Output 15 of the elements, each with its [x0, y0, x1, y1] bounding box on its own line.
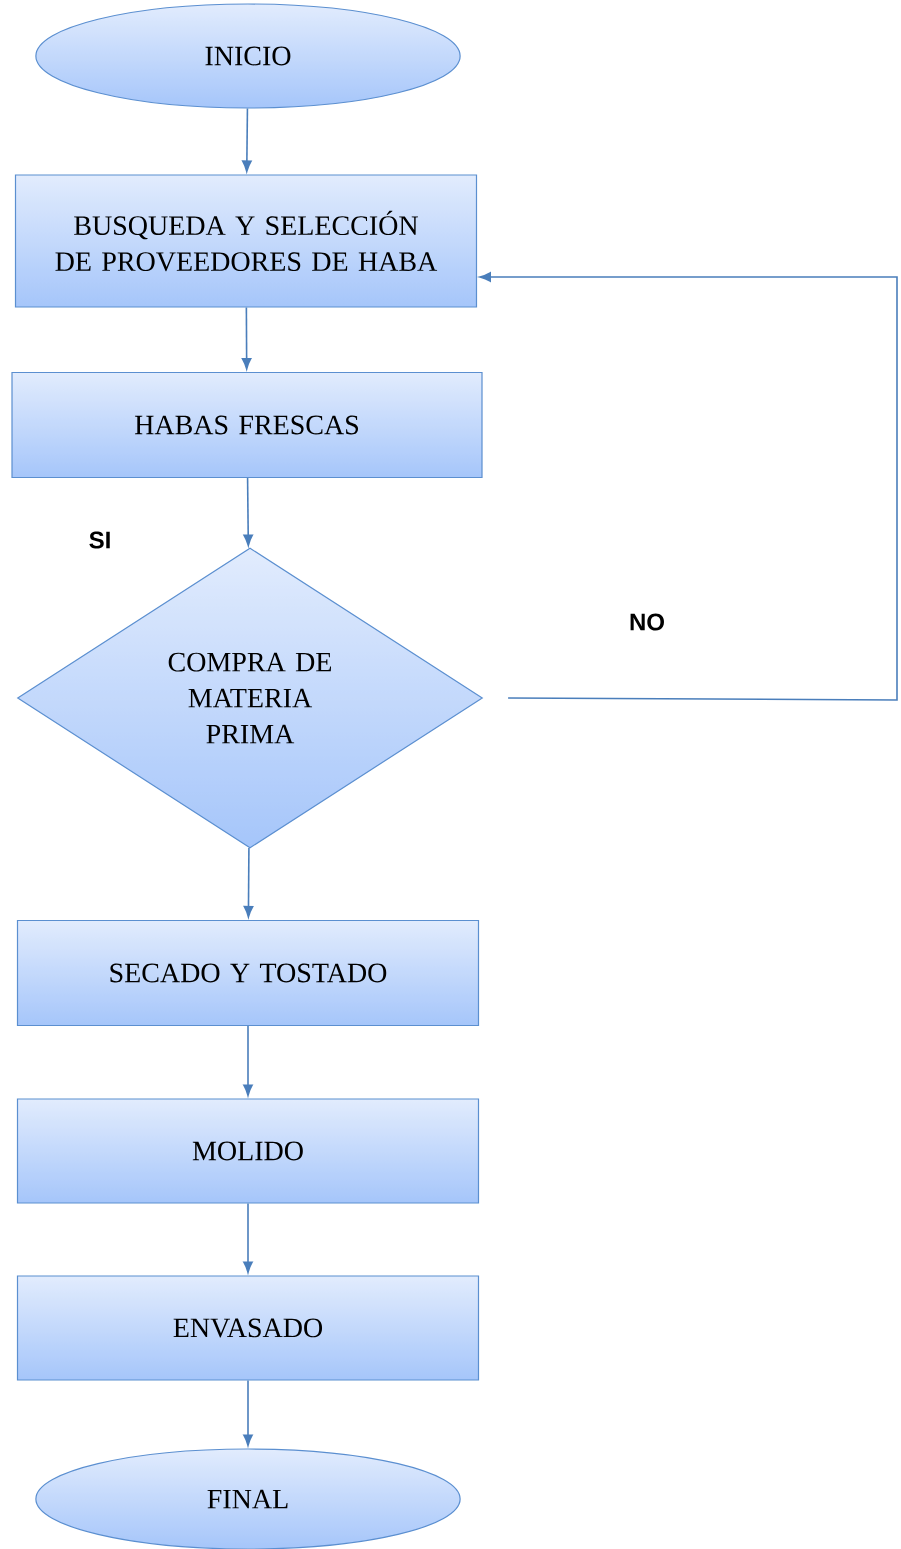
arrow [241, 306, 252, 370]
branch-label: SI [89, 531, 110, 549]
process-box: HABAS FRESCAS [11, 371, 483, 479]
arrow [243, 1025, 253, 1097]
process-box: MOLIDO [16, 1098, 480, 1204]
arrow [243, 847, 254, 918]
edge-label: NO [627, 611, 667, 633]
arrow [242, 107, 252, 173]
arrow [243, 1379, 253, 1447]
arrow [479, 272, 898, 701]
process-box: ENVASADO [16, 1275, 480, 1381]
process-box: BUSQUEDA Y SELECCIÓN DE PROVEEDORES DE HABA [14, 174, 478, 308]
arrow [243, 477, 254, 547]
process-box: SECADO Y TOSTADO [16, 919, 480, 1027]
arrow [243, 1202, 253, 1274]
